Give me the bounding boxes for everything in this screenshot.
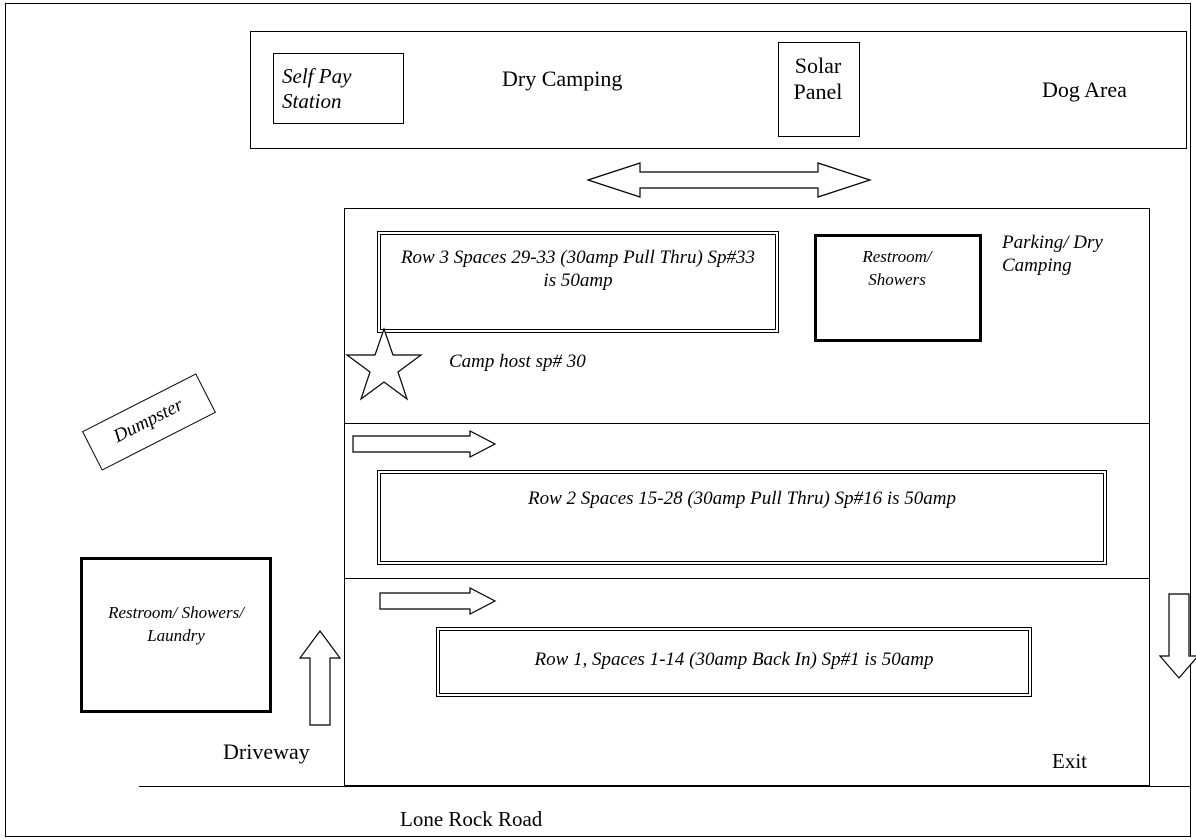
road-label: Lone Rock Road [400,807,543,831]
exit-label: Exit [1052,749,1087,773]
solar-panel-box: Solar Panel [778,42,860,137]
driveway-up-arrow-icon [298,629,342,726]
row-1-direction-arrow-icon [379,587,497,615]
row-3-box: Row 3 Spaces 29-33 (30amp Pull Thru) Sp#… [377,231,779,333]
parking-dry-camping-label: Parking/ Dry Camping [1002,232,1103,276]
row-2-label: Row 2 Spaces 15-28 (30amp Pull Thru) Sp#… [527,488,956,509]
two-way-arrow-icon [586,162,872,198]
dog-area-label: Dog Area [1042,77,1127,102]
section-divider-upper [344,423,1150,424]
map-frame [5,3,1191,837]
exit-down-arrow-icon [1158,593,1196,679]
row-1-label: Row 1, Spaces 1-14 (30amp Back In) Sp#1 … [534,649,934,670]
road-edge-line [139,786,1191,787]
restroom-showers-label: Restroom/ Showers [862,247,932,289]
restroom-showers-box: Restroom/ Showers [814,234,982,342]
campground-block [344,208,1150,786]
row-2-direction-arrow-icon [352,430,497,458]
camp-host-label: Camp host sp# 30 [449,351,586,372]
restroom-showers-laundry-box: Restroom/ Showers/ Laundry [80,557,272,713]
driveway-label: Driveway [223,739,310,764]
self-pay-station-label: Self Pay Station [282,64,352,114]
dry-camping-label: Dry Camping [502,66,623,91]
row-2-box: Row 2 Spaces 15-28 (30amp Pull Thru) Sp#… [377,470,1107,565]
section-divider-lower [344,578,1150,579]
solar-panel-label: Solar Panel [793,53,843,105]
top-area [250,31,1187,149]
row-3-label: Row 3 Spaces 29-33 (30amp Pull Thru) Sp#… [400,247,756,291]
self-pay-station-box: Self Pay Station [273,53,404,124]
camp-host-star-icon [345,327,423,401]
restroom-showers-laundry-label: Restroom/ Showers/ Laundry [108,603,244,645]
row-1-box: Row 1, Spaces 1-14 (30amp Back In) Sp#1 … [436,627,1032,697]
